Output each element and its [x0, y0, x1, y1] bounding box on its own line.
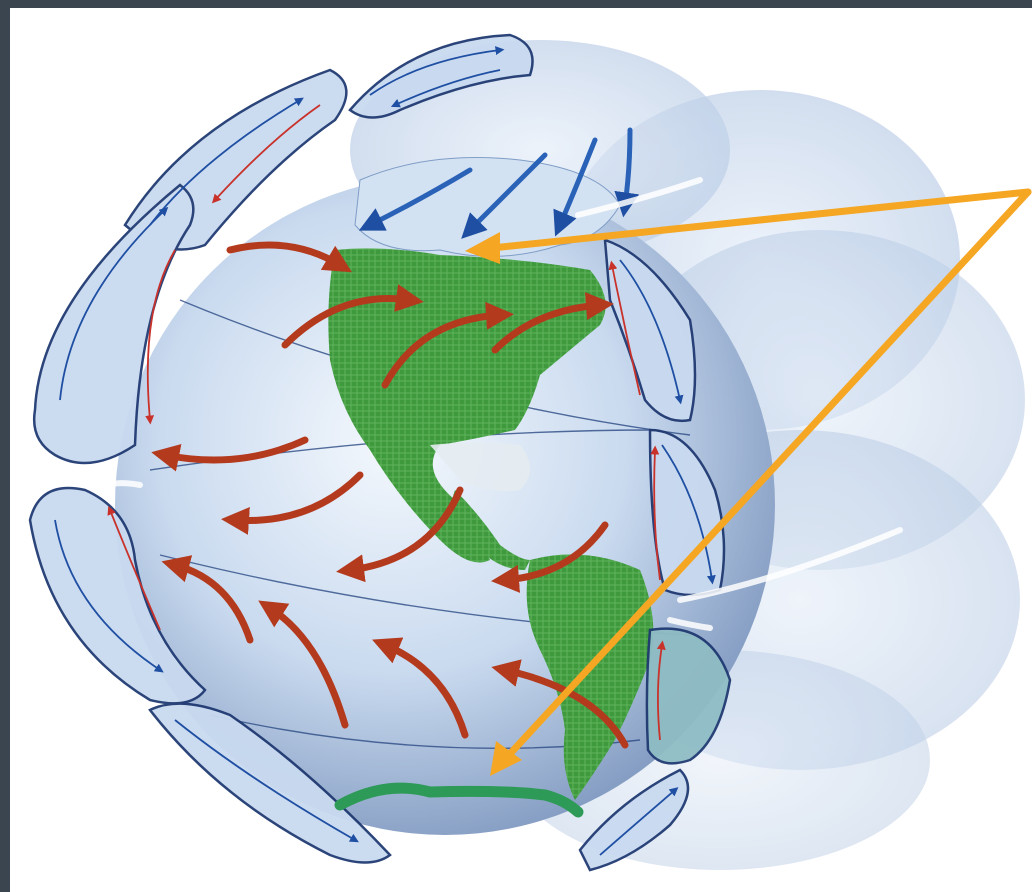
global-circulation-diagram — [0, 0, 1032, 892]
figure-frame — [0, 0, 1032, 892]
